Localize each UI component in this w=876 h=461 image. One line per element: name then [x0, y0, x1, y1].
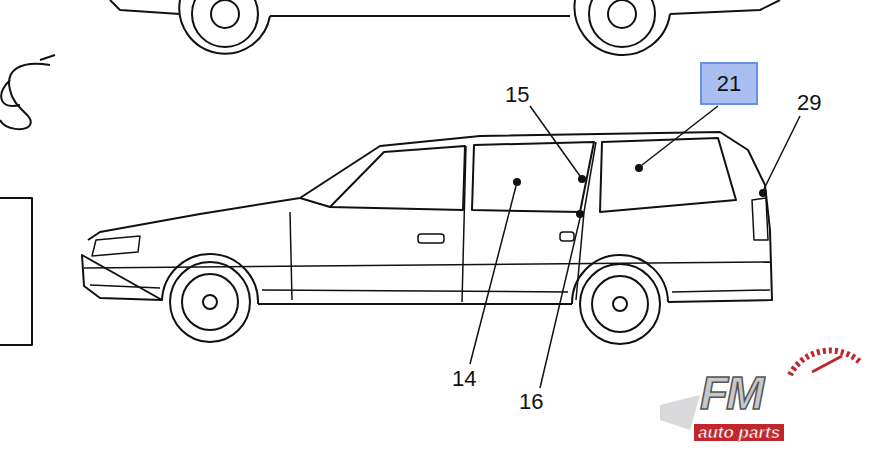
callout-number: 14 — [452, 368, 476, 390]
highlight-box: 21 — [700, 62, 758, 105]
callout-number: 21 — [717, 73, 741, 95]
callout-number: 15 — [505, 84, 529, 106]
callout-number: 16 — [519, 391, 543, 413]
watermark: FM — [700, 370, 762, 416]
callout-number: 29 — [797, 92, 821, 114]
watermark-logo — [660, 351, 860, 430]
watermark: auto parts — [694, 424, 784, 441]
